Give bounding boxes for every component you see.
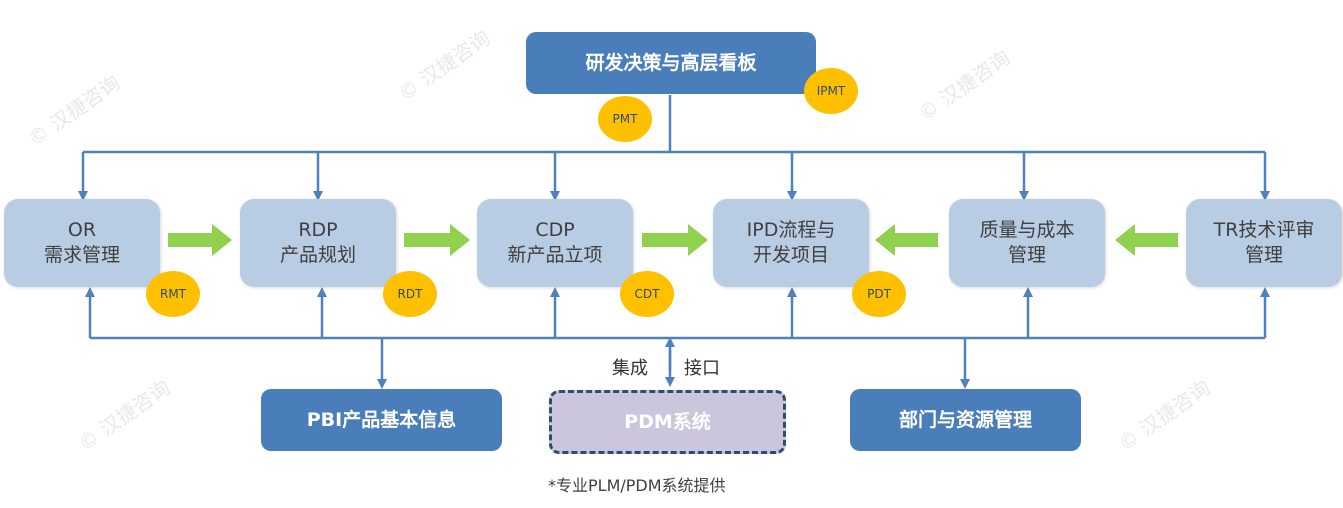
process-box-line2: 需求管理	[43, 244, 120, 266]
ipmt-badge: IPMT	[804, 68, 858, 114]
pdm-label: PDM系统	[624, 410, 711, 433]
rdt-badge: RDT	[383, 271, 437, 317]
process-box-or: OR 需求管理	[4, 199, 160, 287]
process-box-line2: 新产品立项	[507, 244, 603, 266]
process-box-rdp: RDP 产品规划	[240, 199, 396, 287]
interface-label: 接口	[684, 358, 720, 379]
process-box-line1: CDP	[535, 219, 575, 242]
pbi-label: PBI产品基本信息	[306, 408, 457, 431]
dept-resource-box: 部门与资源管理	[850, 389, 1081, 451]
decision-board-box: 研发决策与高层看板	[526, 32, 816, 94]
pbi-box: PBI产品基本信息	[261, 389, 502, 451]
dept-resource-label: 部门与资源管理	[898, 408, 1032, 431]
pdm-box: PDM系统	[549, 390, 786, 454]
process-box-cdp: CDP 新产品立项	[477, 199, 633, 287]
process-box-line2: 管理	[1007, 244, 1046, 266]
process-box-line2: 开发项目	[752, 244, 829, 266]
process-box-line1: 质量与成本	[979, 219, 1075, 242]
process-box-ipd: IPD流程与 开发项目	[713, 199, 869, 287]
decision-board-label: 研发决策与高层看板	[585, 51, 757, 74]
process-box-line1: OR	[67, 219, 97, 242]
process-box-line2: 产品规划	[279, 244, 356, 266]
process-box-line1: IPD流程与	[746, 219, 836, 242]
integrate-label: 集成	[612, 358, 648, 379]
pdt-badge: PDT	[852, 271, 906, 317]
process-box-line1: TR技术评审	[1213, 219, 1315, 242]
process-box-line1: RDP	[298, 219, 338, 242]
footnote: *专业PLM/PDM系统提供	[548, 476, 726, 495]
pmt-badge: PMT	[598, 96, 652, 142]
process-box-quality: 质量与成本 管理	[949, 199, 1105, 287]
rmt-badge: RMT	[146, 271, 200, 317]
cdt-badge: CDT	[620, 271, 674, 317]
process-box-line2: 管理	[1244, 244, 1283, 266]
process-box-tr: TR技术评审 管理	[1186, 199, 1342, 287]
